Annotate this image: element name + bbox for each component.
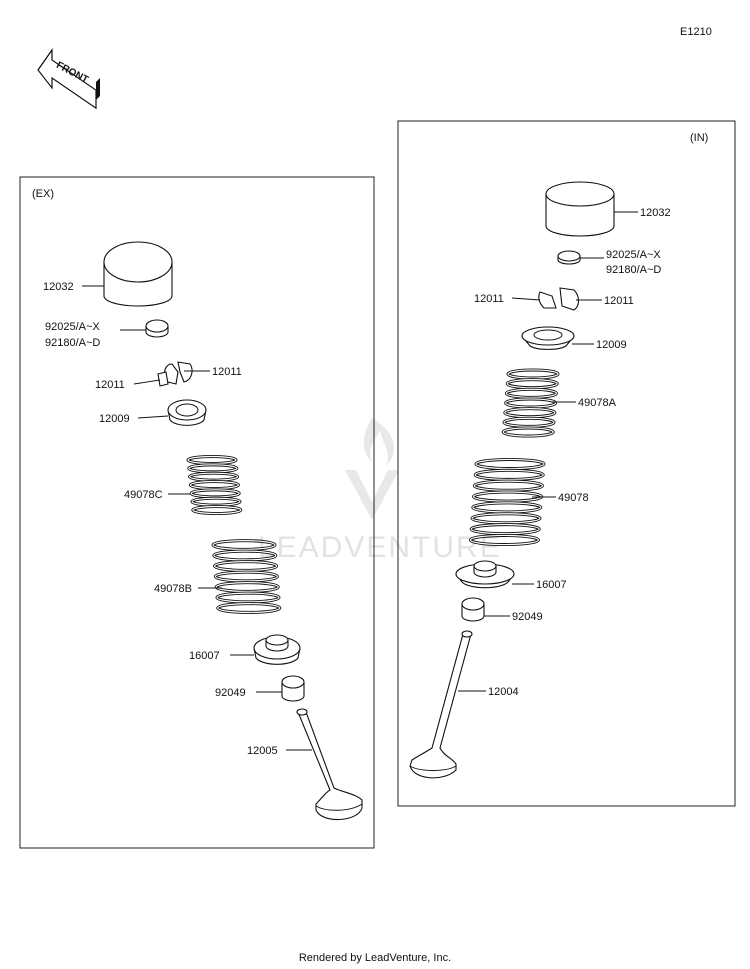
ex-label-92049: 92049 (215, 687, 246, 699)
in-label-92180: 92180/A~D (606, 264, 661, 276)
spring-coil (215, 581, 279, 593)
ex-label-12009: 12009 (99, 413, 130, 425)
spring-coil (474, 469, 544, 481)
in-retainer (521, 326, 575, 350)
ex-inner-spring (186, 455, 243, 515)
spring-coil (475, 458, 545, 470)
in-label-12011-b: 12011 (604, 295, 634, 307)
spring-coil (472, 502, 542, 513)
ex-retainer (167, 399, 207, 426)
in-label-12004: 12004 (488, 686, 519, 698)
spring-coil (503, 417, 555, 427)
ex-label-49078c: 49078C (124, 489, 163, 501)
in-tappet (545, 181, 615, 237)
ex-spring-seat (253, 634, 301, 665)
ex-label-92180: 92180/A~D (45, 337, 100, 349)
spring-coil (192, 505, 242, 515)
spring-coil (216, 592, 280, 603)
footer-credit: Rendered by LeadVenture, Inc. (298, 952, 452, 964)
ex-panel: (EX) 12032 92025/A~X 92180/A~D 12011 120… (19, 176, 375, 849)
spring-coil (214, 571, 278, 582)
in-label-49078a: 49078A (578, 397, 617, 409)
spring-coil (212, 539, 276, 551)
spring-coil (213, 550, 277, 561)
ex-shim (145, 319, 169, 338)
watermark-text: LEADVENTURE (258, 531, 502, 564)
in-valve (409, 630, 473, 779)
in-spring-seat (455, 560, 515, 589)
ex-stem-seal (281, 675, 305, 702)
in-label-16007: 16007 (536, 579, 567, 591)
spring-coil (471, 513, 541, 524)
in-label-49078: 49078 (558, 492, 589, 504)
spring-coil (473, 480, 543, 491)
spring-coil (504, 398, 557, 408)
ex-panel-title: (EX) (32, 188, 54, 200)
spring-coil (469, 534, 539, 546)
in-cotters (538, 287, 580, 311)
spring-coil (217, 602, 281, 614)
ex-panel-border (19, 176, 375, 849)
spring-coil (470, 523, 540, 535)
in-label-12011-a: 12011 (474, 293, 504, 305)
ex-label-12011-a: 12011 (95, 379, 125, 391)
in-label-12009: 12009 (596, 339, 627, 351)
ex-label-49078b: 49078B (154, 583, 192, 595)
ex-label-12011-b: 12011 (212, 366, 242, 378)
spring-coil (504, 408, 556, 418)
in-panel: (IN) 12032 92025/A~X 92180/A~D 12011 120… (397, 120, 736, 807)
in-outer-spring (468, 457, 546, 547)
ex-label-92025: 92025/A~X (45, 321, 100, 333)
spring-coil (505, 388, 558, 398)
front-arrow-icon: FRONT (37, 47, 100, 110)
leadventure-watermark: LEADVENTURE (258, 418, 502, 564)
ex-outer-spring (211, 539, 282, 614)
diagram-code: E1210 (680, 26, 712, 38)
ex-valve (296, 708, 363, 821)
spring-coil (507, 369, 559, 379)
ex-tappet (103, 241, 173, 307)
spring-coil (214, 560, 278, 572)
ex-label-12032: 12032 (43, 281, 74, 293)
ex-label-16007: 16007 (189, 650, 220, 662)
in-panel-border (397, 120, 736, 807)
ex-label-12005: 12005 (247, 745, 278, 757)
ex-cotters (157, 361, 193, 387)
in-stem-seal (461, 597, 485, 622)
spring-coil (502, 427, 554, 437)
in-inner-spring (501, 368, 560, 438)
in-label-12032: 12032 (640, 207, 671, 219)
in-label-92049: 92049 (512, 611, 543, 623)
in-label-92025: 92025/A~X (606, 249, 661, 261)
in-panel-title: (IN) (690, 132, 708, 144)
spring-coil (506, 379, 558, 389)
in-shim (557, 250, 581, 265)
